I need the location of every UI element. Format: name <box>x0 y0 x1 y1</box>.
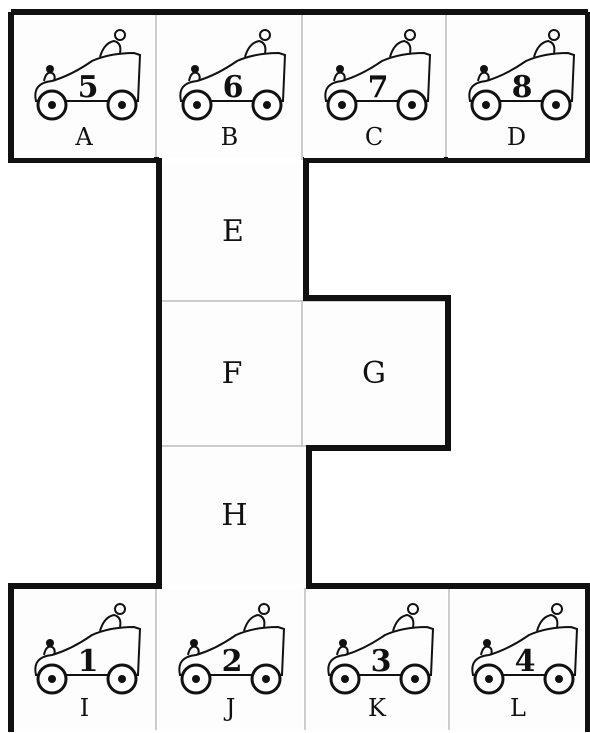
cell-e[interactable]: E <box>163 163 303 300</box>
cell-h[interactable]: H <box>163 448 306 584</box>
cell-k[interactable]: 3 K <box>307 589 447 729</box>
cell-label: I <box>14 695 155 721</box>
car-icon: 7 <box>312 23 440 123</box>
cell-label: J <box>158 695 303 721</box>
cell-label: E <box>163 219 303 245</box>
cell-i[interactable]: 1 I <box>14 589 155 729</box>
car-icon: 3 <box>315 597 443 697</box>
cell-a[interactable]: 5 A <box>14 15 154 158</box>
car-number: 3 <box>371 644 392 679</box>
cell-label: B <box>159 124 300 150</box>
car-number: 4 <box>515 644 536 679</box>
car-number: 8 <box>512 70 533 105</box>
cell-l[interactable]: 4 L <box>451 589 585 729</box>
cell-label: L <box>451 695 585 721</box>
car-icon: 4 <box>459 597 587 697</box>
cell-d[interactable]: 8 D <box>448 15 585 158</box>
car-number: 7 <box>368 70 389 105</box>
car-number: 2 <box>222 644 243 679</box>
car-number: 6 <box>223 70 244 105</box>
car-icon: 1 <box>22 597 150 697</box>
cell-label: A <box>14 124 154 150</box>
car-icon: 5 <box>22 23 150 123</box>
cell-f[interactable]: F <box>163 303 301 445</box>
car-icon: 2 <box>166 597 294 697</box>
car-number: 1 <box>78 644 99 679</box>
cell-label: K <box>307 695 447 721</box>
cell-label: H <box>163 503 306 529</box>
cell-label: G <box>304 361 444 387</box>
cell-g[interactable]: G <box>304 303 444 445</box>
car-icon: 6 <box>167 23 295 123</box>
cell-label: F <box>163 361 301 387</box>
car-number: 5 <box>78 70 99 105</box>
cell-label: C <box>304 124 444 150</box>
car-icon: 8 <box>456 23 584 123</box>
cell-j[interactable]: 2 J <box>158 589 303 729</box>
cell-c[interactable]: 7 C <box>304 15 444 158</box>
cell-b[interactable]: 6 B <box>159 15 300 158</box>
cell-label: D <box>448 124 585 150</box>
